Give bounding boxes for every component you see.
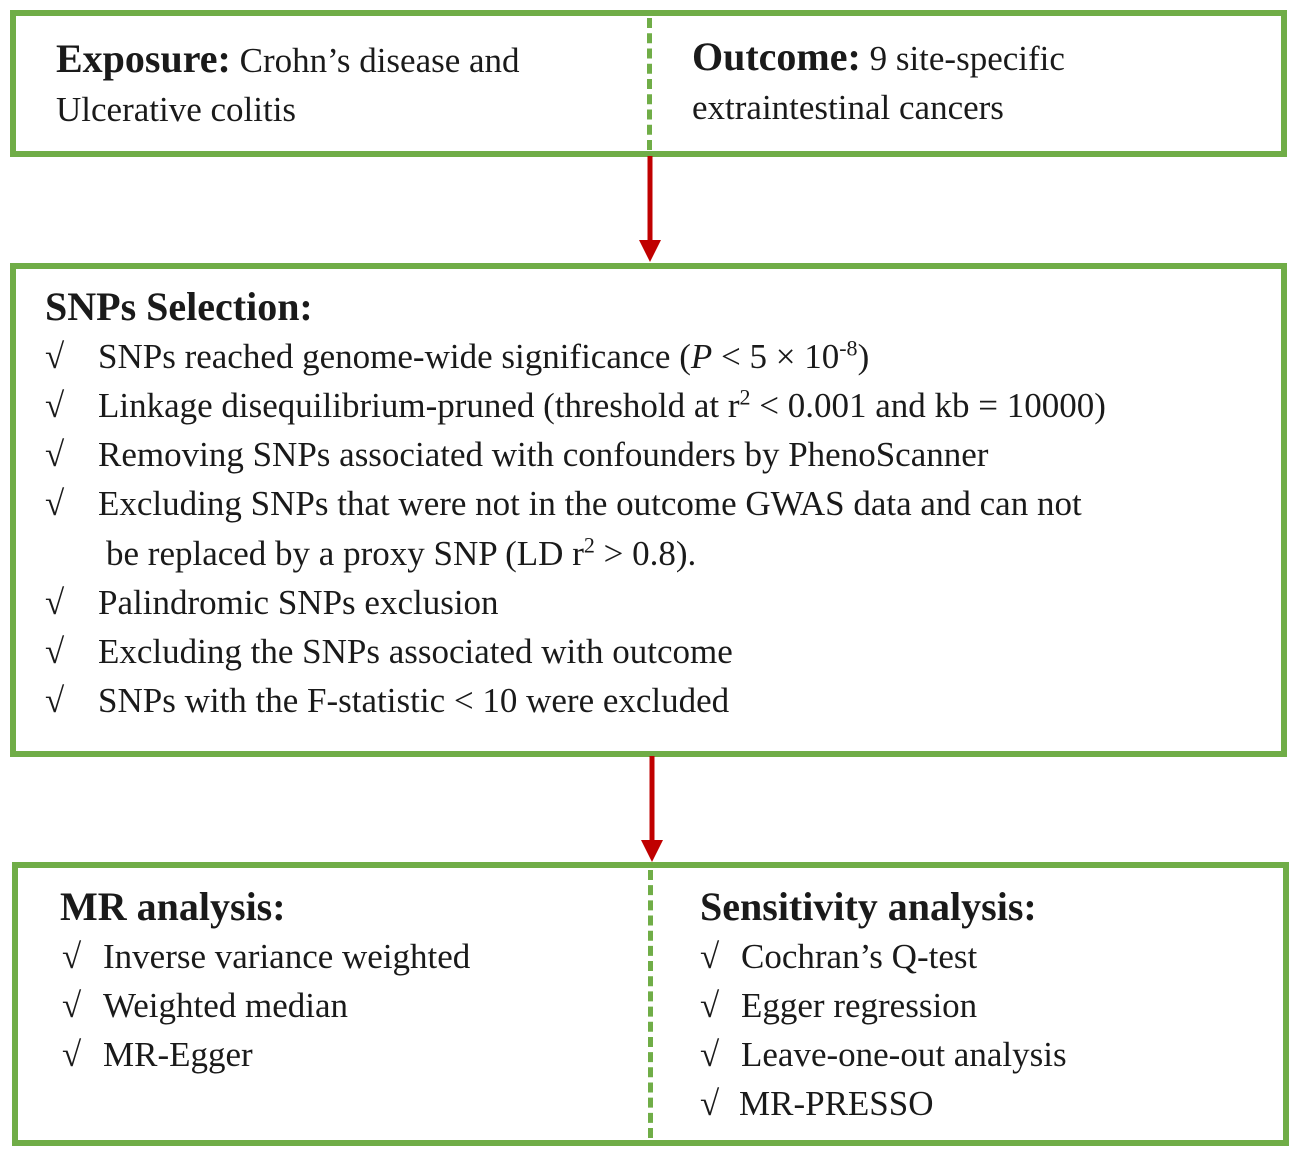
bottom-divider	[648, 870, 653, 1138]
check-icon: √	[700, 1035, 720, 1074]
snps-item-1-text-c: )	[857, 337, 870, 376]
check-icon: √	[45, 435, 65, 474]
mr-item-3: MR-Egger	[103, 1035, 253, 1074]
exposure-text-2: Ulcerative colitis	[56, 90, 297, 129]
snps-item-2-sup: 2	[739, 384, 751, 410]
snps-item-1-text-b: < 5 × 10	[712, 337, 840, 376]
snps-item-1-sup: -8	[839, 335, 858, 361]
mr-item-2: Weighted median	[103, 986, 349, 1025]
snps-selection-box	[10, 263, 1287, 757]
exposure-text-1: Crohn’s disease and	[230, 41, 520, 80]
snps-item-4-text-a: be replaced by a proxy SNP (LD r	[106, 534, 584, 573]
snps-item-2-text-a: Linkage disequilibrium-pruned (threshold…	[98, 386, 740, 425]
check-icon: √	[62, 937, 82, 976]
outcome-text-1: 9 site-specific	[860, 39, 1065, 78]
arrow-down-2	[641, 756, 663, 862]
snps-item-7: SNPs with the F-statistic < 10 were excl…	[98, 681, 730, 720]
sensitivity-item-4: MR-PRESSO	[739, 1084, 934, 1123]
check-icon: √	[45, 583, 65, 622]
snps-item-4-line-2: be replaced by a proxy SNP (LD r2 > 0.8)…	[106, 534, 696, 574]
snps-item-3: Removing SNPs associated with confounder…	[98, 435, 989, 474]
snps-item-4-line-1: Excluding SNPs that were not in the outc…	[98, 484, 1082, 523]
check-icon: √	[700, 937, 720, 976]
sensitivity-item-2: Egger regression	[741, 986, 978, 1025]
outcome-text-2: extraintestinal cancers	[692, 88, 1004, 127]
snps-item-1-p: P	[690, 337, 713, 376]
snps-item-6: Excluding the SNPs associated with outco…	[98, 632, 733, 671]
snps-item-4-sup: 2	[583, 532, 595, 558]
outcome-label: Outcome:	[692, 34, 861, 79]
outcome-line2: extraintestinal cancers	[692, 88, 1004, 128]
exposure-line2: Ulcerative colitis	[56, 90, 296, 130]
check-icon: √	[700, 1084, 720, 1123]
sensitivity-title: Sensitivity analysis:	[700, 884, 1037, 929]
check-icon: √	[62, 986, 82, 1025]
arrow-down-1	[639, 156, 661, 262]
snps-item-2-text-b: < 0.001 and kb = 10000)	[750, 386, 1106, 425]
mr-title: MR analysis:	[60, 884, 286, 929]
check-icon: √	[45, 337, 65, 376]
check-icon: √	[700, 986, 720, 1025]
sensitivity-item-1: Cochran’s Q-test	[741, 937, 978, 976]
snps-item-2: Linkage disequilibrium-pruned (threshold…	[98, 386, 1106, 426]
check-icon: √	[62, 1035, 82, 1074]
snps-item-4-text-b: > 0.8).	[594, 534, 697, 573]
exposure-label: Exposure:	[56, 36, 231, 81]
check-icon: √	[45, 681, 65, 720]
check-icon: √	[45, 632, 65, 671]
snps-title: SNPs Selection:	[45, 284, 313, 329]
mr-item-1: Inverse variance weighted	[103, 937, 471, 976]
check-icon: √	[45, 484, 65, 523]
outcome-line1: Outcome: 9 site-specific	[692, 34, 1065, 80]
snps-item-1-text-a: SNPs reached genome-wide significance (	[98, 337, 691, 376]
snps-item-1: SNPs reached genome-wide significance (P…	[98, 337, 869, 377]
check-icon: √	[45, 386, 65, 425]
sensitivity-item-3: Leave-one-out analysis	[741, 1035, 1067, 1074]
top-divider	[647, 18, 652, 150]
exposure-line1: Exposure: Crohn’s disease and	[56, 36, 520, 82]
snps-item-5: Palindromic SNPs exclusion	[98, 583, 499, 622]
